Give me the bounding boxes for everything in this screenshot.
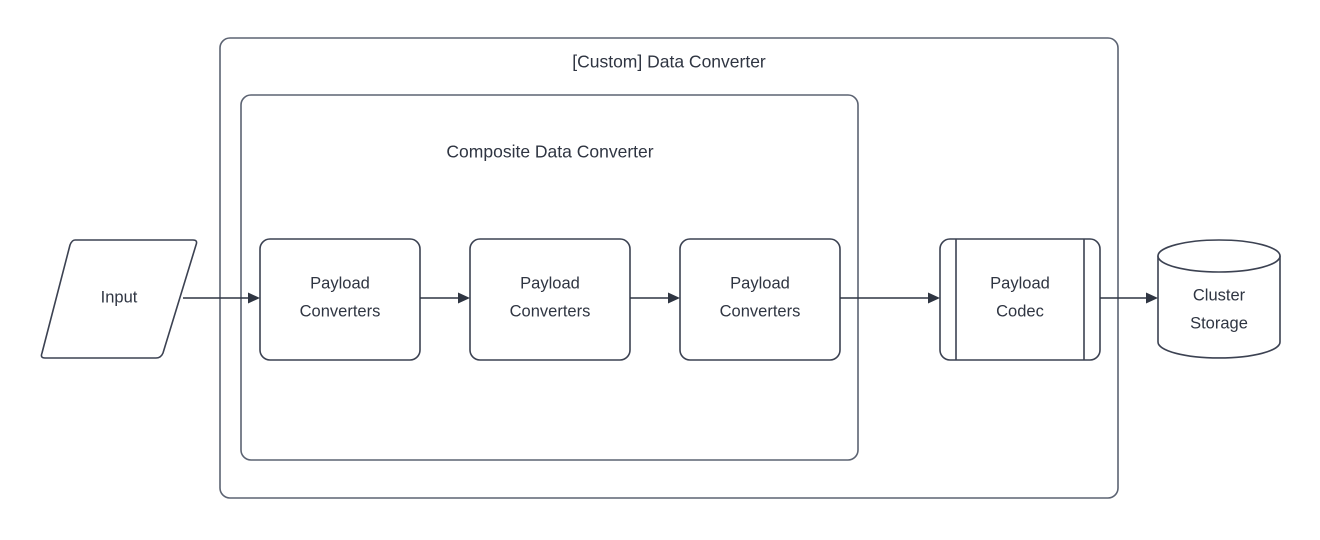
node-cluster-storage[interactable]: Cluster Storage bbox=[1157, 239, 1281, 359]
payload-converters-2-shape bbox=[469, 238, 631, 361]
node-input-label: Input bbox=[101, 288, 138, 306]
input-parallelogram-shape bbox=[40, 239, 198, 359]
node-payload-codec-label-line2: Codec bbox=[996, 302, 1044, 320]
node-payload-converters-3-label-line1: Payload bbox=[730, 274, 790, 292]
node-payload-codec-label-line1: Payload bbox=[990, 274, 1050, 292]
edge-payload-codec-to-cluster-storage-arrowhead bbox=[1146, 292, 1158, 304]
edge-input-to-payload-converters-1-arrowhead bbox=[248, 292, 260, 304]
edge-payload-converters-3-to-payload-codec bbox=[840, 292, 940, 304]
container-composite-data-converter[interactable]: Composite Data Converter bbox=[240, 94, 859, 461]
node-payload-converters-1-label-line1: Payload bbox=[310, 274, 370, 292]
cluster-storage-cylinder-top bbox=[1157, 239, 1281, 273]
container-custom-data-converter-outline bbox=[219, 37, 1119, 499]
container-composite-data-converter-title: Composite Data Converter bbox=[446, 142, 653, 162]
payload-converters-1-shape bbox=[259, 238, 421, 361]
node-payload-converters-2-label-line2: Converters bbox=[510, 302, 591, 320]
edge-payload-converters-1-to-2 bbox=[420, 292, 470, 304]
node-payload-converters-2-label-line1: Payload bbox=[520, 274, 580, 292]
edge-payload-converters-2-to-3-arrowhead bbox=[668, 292, 680, 304]
edge-payload-codec-to-cluster-storage bbox=[1100, 292, 1158, 304]
cluster-storage-cylinder-body bbox=[1157, 255, 1281, 359]
edge-input-to-payload-converters-1 bbox=[183, 292, 260, 304]
node-payload-converters-1[interactable]: Payload Converters bbox=[259, 238, 421, 361]
container-composite-data-converter-outline bbox=[240, 94, 859, 461]
edge-payload-converters-2-to-3 bbox=[630, 292, 680, 304]
node-cluster-storage-label-line2: Storage bbox=[1190, 314, 1248, 332]
edge-payload-converters-1-to-2-arrowhead bbox=[458, 292, 470, 304]
node-input[interactable]: Input bbox=[40, 239, 198, 359]
node-payload-converters-1-label-line2: Converters bbox=[300, 302, 381, 320]
payload-converters-3-shape bbox=[679, 238, 841, 361]
node-payload-converters-3-label-line2: Converters bbox=[720, 302, 801, 320]
node-cluster-storage-label-line1: Cluster bbox=[1193, 286, 1246, 304]
payload-codec-shape bbox=[939, 238, 1101, 361]
edge-payload-converters-3-to-payload-codec-arrowhead bbox=[928, 292, 940, 304]
container-custom-data-converter[interactable]: [Custom] Data Converter bbox=[219, 37, 1119, 499]
node-payload-converters-3[interactable]: Payload Converters bbox=[679, 238, 841, 361]
node-payload-codec[interactable]: Payload Codec bbox=[939, 238, 1101, 361]
node-payload-converters-2[interactable]: Payload Converters bbox=[469, 238, 631, 361]
container-custom-data-converter-title: [Custom] Data Converter bbox=[572, 52, 766, 72]
